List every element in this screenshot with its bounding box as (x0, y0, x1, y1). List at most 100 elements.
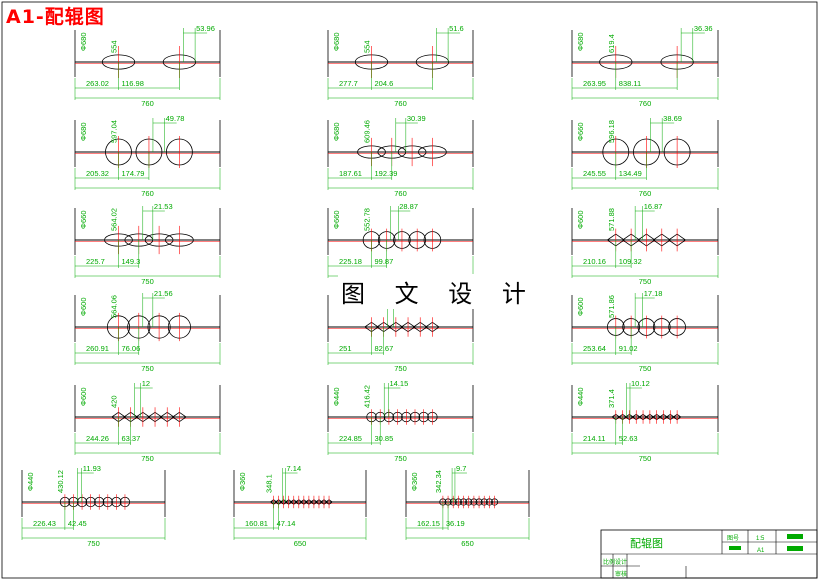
roll-diameter-label: Φ680 (79, 33, 88, 52)
roll-pass-groove (401, 409, 412, 425)
groove-width-label: 51.6 (449, 24, 464, 33)
pass-diameter-label: 342.34 (434, 470, 443, 493)
groove-width-label: 10.12 (631, 379, 650, 388)
pass-pitch-label: 116.98 (122, 79, 144, 88)
roll-pass-groove (475, 495, 483, 509)
barrel-length-label: 760 (394, 189, 407, 198)
pass-pitch-label: 149.3 (122, 257, 141, 266)
barrel-length-label: 750 (639, 364, 652, 373)
roll-pass-groove (284, 495, 293, 509)
roll-pass-groove (167, 312, 191, 342)
barrel-length-label: 750 (141, 364, 154, 373)
left-offset-label: 277.7 (339, 79, 358, 88)
roll-pass-groove (408, 228, 426, 252)
groove-width-label: 21.53 (154, 202, 173, 211)
pass-diameter-label: 371.4 (607, 389, 616, 408)
pass-pitch-label: 47.14 (277, 519, 296, 528)
roll-pass-groove (470, 495, 478, 509)
pass-diameter-label: 348.1 (265, 474, 274, 493)
roll-pass-groove (111, 494, 122, 510)
title-block-row1-label: 图号 (727, 535, 739, 542)
roll-pass-groove (315, 495, 323, 509)
left-offset-label: 214.11 (583, 434, 605, 443)
roll-pass-groove (299, 495, 308, 509)
barrel-length-label: 650 (294, 539, 307, 548)
groove-width-label: 17.18 (644, 289, 663, 298)
pass-diameter-label: 552.78 (363, 208, 372, 231)
roll-pass-groove (454, 495, 462, 509)
roll-pass-groove (652, 315, 671, 339)
left-offset-label: 205.32 (86, 169, 109, 178)
roll-pass-groove (85, 494, 96, 510)
roll-pass-groove (304, 495, 313, 509)
pass-pitch-label: 42.45 (68, 519, 87, 528)
left-offset-label: 263.95 (583, 79, 606, 88)
left-offset-label: 226.43 (33, 519, 56, 528)
left-offset-label: 162.15 (417, 519, 440, 528)
pass-pitch-label: 192.39 (375, 169, 398, 178)
roll-pass-groove (418, 409, 429, 425)
roll-pass-groove (310, 495, 318, 509)
pass-diameter-label: 571.86 (607, 295, 616, 318)
roll-pass-groove (668, 315, 686, 339)
groove-width-label: 21.56 (154, 289, 173, 298)
roll-pass-groove (119, 494, 131, 510)
barrel-length-label: 750 (141, 454, 154, 463)
roll-pass-groove (490, 495, 499, 509)
barrel-length-label: 750 (639, 454, 652, 463)
groove-width-label: 14.15 (390, 379, 409, 388)
roll-pass-groove (165, 136, 193, 168)
left-offset-label: 187.61 (339, 169, 362, 178)
roll-pass-groove (294, 495, 303, 509)
left-offset-label: 224.85 (339, 434, 362, 443)
left-offset-label: 245.55 (583, 169, 606, 178)
pass-pitch-label: 36.19 (446, 519, 465, 528)
roll-pass-groove (449, 495, 457, 509)
title-block-row2-label: 比例 (603, 558, 615, 566)
pass-pitch-label: 91.02 (619, 344, 638, 353)
roll-pass-groove (172, 407, 187, 427)
left-offset-label: 260.91 (86, 344, 109, 353)
groove-width-label: 7.14 (287, 464, 302, 473)
groove-width-label: 28.87 (399, 202, 418, 211)
pass-diameter-label: 554 (110, 40, 119, 53)
barrel-length-label: 760 (394, 99, 407, 108)
pass-pitch-label: 174.79 (122, 169, 145, 178)
groove-width-label: 12 (142, 379, 150, 388)
groove-width-label: 49.78 (166, 114, 185, 123)
barrel-length-label: 750 (394, 454, 407, 463)
pass-diameter-label: 554 (363, 40, 372, 53)
groove-width-label: 16.87 (644, 202, 663, 211)
roll-pass-groove (663, 136, 691, 168)
roll-pass-groove (165, 225, 194, 255)
roll-pass-groove (159, 407, 175, 427)
roll-diameter-label: Φ360 (410, 473, 419, 492)
title-block-design-label: 设计 (615, 558, 627, 566)
roll-diameter-label: Φ440 (332, 388, 341, 407)
roll-pass-groove (393, 228, 411, 252)
pass-diameter-label: 564.02 (110, 208, 119, 231)
pass-pitch-label: 109.32 (619, 257, 642, 266)
pass-diameter-label: 420 (110, 395, 119, 408)
roll-diameter-label: Φ660 (332, 211, 341, 230)
roll-pass-groove (667, 228, 687, 252)
roll-pass-groove (459, 495, 468, 509)
pass-diameter-label: 416.42 (363, 385, 372, 408)
barrel-length-label: 760 (141, 99, 154, 108)
pass-diameter-label: 430.12 (56, 470, 65, 493)
roll-pass-groove (637, 315, 656, 339)
roll-diameter-label: Φ660 (79, 211, 88, 230)
